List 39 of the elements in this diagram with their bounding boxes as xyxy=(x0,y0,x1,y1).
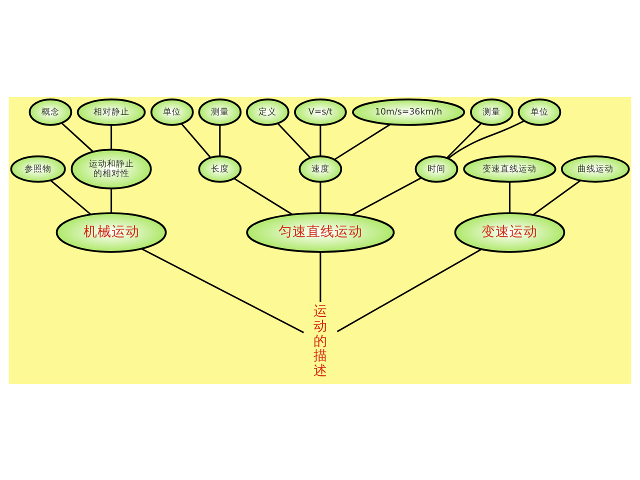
node-ellipse: 测量 xyxy=(470,98,514,126)
connector xyxy=(110,124,112,150)
connector xyxy=(448,120,524,159)
connector xyxy=(141,247,304,333)
connector xyxy=(61,122,94,152)
connector xyxy=(50,179,92,215)
connector xyxy=(336,248,482,332)
node-ellipse: 匀速直线运动 xyxy=(246,212,395,252)
node-ellipse: V=s/t xyxy=(294,98,347,126)
node-ellipse: 变速直线运动 xyxy=(463,154,556,182)
connector xyxy=(320,181,322,213)
connector xyxy=(508,181,510,213)
connector xyxy=(277,122,311,158)
connector xyxy=(180,122,212,158)
node-ellipse: 概念 xyxy=(28,98,72,126)
node-ellipse: 长度 xyxy=(198,154,242,182)
node-ellipse: 相对静止 xyxy=(76,98,146,126)
node-ellipse: 参照物 xyxy=(10,154,66,182)
connector xyxy=(334,123,391,160)
connector xyxy=(219,124,221,156)
node-ellipse: 机械运动 xyxy=(56,212,167,252)
connector xyxy=(320,251,322,302)
connector xyxy=(351,176,422,216)
node-ellipse: 10m/s=36km/h xyxy=(352,98,466,126)
node-ellipse: 变速运动 xyxy=(454,212,566,252)
node-ellipse: 单位 xyxy=(150,98,194,126)
connector xyxy=(234,177,293,215)
connector xyxy=(110,188,112,213)
node-ellipse: 曲线运动 xyxy=(560,154,630,182)
node-ellipse: 定义 xyxy=(246,98,290,126)
node-ellipse: 时间 xyxy=(414,154,458,182)
node-ellipse: 单位 xyxy=(518,98,562,126)
node-text: 运动的描述 xyxy=(313,302,328,379)
node-ellipse: 速度 xyxy=(298,154,342,182)
node-ellipse: 测量 xyxy=(198,98,242,126)
connector xyxy=(532,179,581,216)
connector xyxy=(320,124,322,156)
node-ellipse: 运动和静止的相对性 xyxy=(70,148,152,189)
connector xyxy=(446,122,482,158)
